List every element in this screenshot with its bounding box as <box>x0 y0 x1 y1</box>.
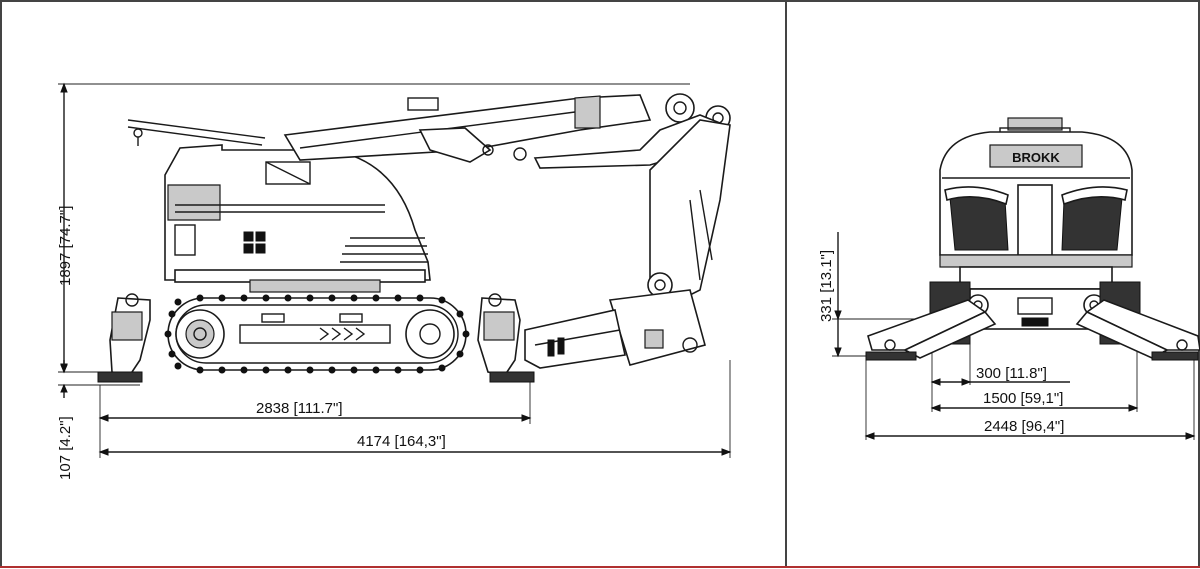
dim-track-width-label: 300 [11.8"] <box>976 365 1047 382</box>
dim-outrigger-height-label: 331 [13.1"] <box>818 250 835 322</box>
side-view-dimensions: 1897 [74.7"] 107 [4.2"] 2838 [111.7"] 41… <box>57 82 732 480</box>
dim-height-label: 1897 [74.7"] <box>57 206 74 286</box>
dim-track-length-label: 2838 [111.7"] <box>256 400 343 417</box>
dim-width-label: 1500 [59,1"] <box>983 390 1063 407</box>
front-view-machine: BROKK <box>832 117 1200 440</box>
side-view-machine <box>58 83 731 458</box>
side-vent <box>340 237 428 263</box>
dim-clearance-label: 107 [4.2"] <box>57 416 74 480</box>
breaker-tool <box>608 289 706 366</box>
dim-total-length-label: 4174 [164,3"] <box>357 433 446 450</box>
dim-outrigger-span-label: 2448 [96,4"] <box>984 418 1064 435</box>
front-view-dimensions: 331 [13.1"] 300 [11.8"] 1500 [59,1"] 244… <box>818 232 1196 440</box>
brand-logo: BROKK <box>1012 150 1060 165</box>
